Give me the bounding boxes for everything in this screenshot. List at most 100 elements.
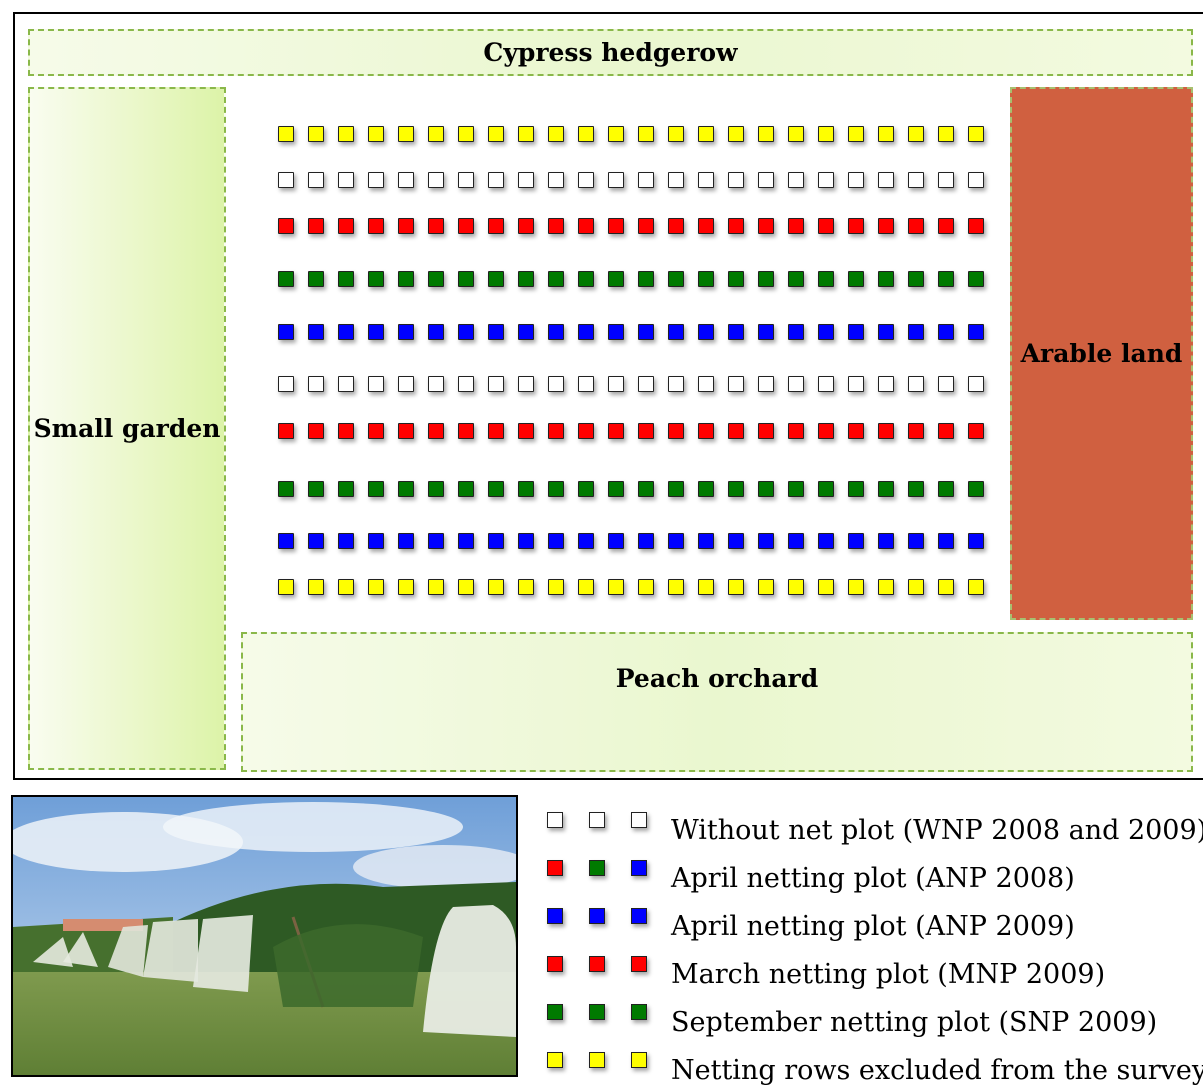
legend-swatch-yellow: [547, 1052, 563, 1068]
plot-green: [698, 271, 714, 287]
legend-label: Without net plot (WNP 2008 and 2009): [671, 815, 1203, 846]
plot-blue: [458, 533, 474, 549]
plot-yellow: [848, 579, 864, 595]
plot-blue: [758, 533, 774, 549]
plot-white: [818, 172, 834, 188]
plot-white: [788, 376, 804, 392]
plot-blue: [968, 533, 984, 549]
plot-yellow: [848, 126, 864, 142]
plot-green: [848, 481, 864, 497]
plot-green: [728, 481, 744, 497]
plot-blue: [608, 324, 624, 340]
plot-white: [848, 376, 864, 392]
plot-blue: [968, 324, 984, 340]
plot-yellow: [458, 126, 474, 142]
zone-garden-label: Small garden: [33, 414, 221, 443]
plot-red: [758, 423, 774, 439]
plot-green: [758, 271, 774, 287]
plot-green: [488, 481, 504, 497]
zone-hedgerow-label: Cypress hedgerow: [483, 38, 738, 67]
plot-white: [278, 172, 294, 188]
legend-item: September netting plot (SNP 2009): [540, 999, 1203, 1039]
plot-green: [428, 271, 444, 287]
plot-yellow: [308, 126, 324, 142]
plot-blue: [818, 533, 834, 549]
plot-green: [848, 271, 864, 287]
plot-blue: [578, 533, 594, 549]
plot-blue: [908, 533, 924, 549]
plot-yellow: [728, 126, 744, 142]
plot-red: [578, 218, 594, 234]
plot-blue: [848, 533, 864, 549]
plot-blue: [728, 324, 744, 340]
legend-swatch-red: [547, 956, 563, 972]
plot-red: [428, 218, 444, 234]
plot-red: [968, 218, 984, 234]
legend-swatch-green: [547, 1004, 563, 1020]
plot-white: [398, 172, 414, 188]
plot-red: [458, 423, 474, 439]
plot-white: [488, 376, 504, 392]
plot-blue: [338, 533, 354, 549]
plot-yellow: [788, 126, 804, 142]
plot-yellow: [938, 579, 954, 595]
plot-green: [968, 481, 984, 497]
plot-white: [908, 376, 924, 392]
plot-white: [728, 172, 744, 188]
plot-yellow: [938, 126, 954, 142]
plot-white: [338, 172, 354, 188]
plot-blue: [938, 533, 954, 549]
plot-yellow: [548, 126, 564, 142]
plot-red: [638, 218, 654, 234]
plot-red: [608, 423, 624, 439]
plot-yellow: [818, 579, 834, 595]
plot-red: [398, 218, 414, 234]
plot-yellow: [338, 579, 354, 595]
plot-white: [578, 172, 594, 188]
plot-yellow: [398, 126, 414, 142]
plot-white: [728, 376, 744, 392]
plot-blue: [518, 533, 534, 549]
plot-blue: [398, 324, 414, 340]
plot-white: [788, 172, 804, 188]
plot-white: [968, 172, 984, 188]
plot-white: [428, 376, 444, 392]
netted-orchard-photo: [11, 795, 518, 1077]
plot-red: [398, 423, 414, 439]
plot-green: [878, 271, 894, 287]
legend-swatch-blue: [631, 908, 647, 924]
plot-green: [668, 271, 684, 287]
legend-label: September netting plot (SNP 2009): [671, 1007, 1158, 1038]
plot-green: [518, 271, 534, 287]
legend-swatch-blue: [547, 908, 563, 924]
plot-yellow: [518, 579, 534, 595]
plot-yellow: [908, 579, 924, 595]
plot-blue: [878, 324, 894, 340]
plot-green: [488, 271, 504, 287]
plot-blue: [788, 324, 804, 340]
plot-blue: [578, 324, 594, 340]
plot-white: [548, 376, 564, 392]
plot-red: [368, 423, 384, 439]
plot-green: [788, 481, 804, 497]
plot-green: [758, 481, 774, 497]
plot-white: [308, 172, 324, 188]
plot-red: [518, 218, 534, 234]
legend-item: March netting plot (MNP 2009): [540, 951, 1203, 991]
plot-white: [938, 376, 954, 392]
plot-yellow: [518, 126, 534, 142]
plot-white: [938, 172, 954, 188]
plot-blue: [548, 324, 564, 340]
plot-red: [548, 218, 564, 234]
plot-yellow: [608, 579, 624, 595]
plot-green: [368, 271, 384, 287]
plot-white: [638, 172, 654, 188]
plot-red: [788, 423, 804, 439]
legend-swatch-green: [589, 860, 605, 876]
plot-yellow: [818, 126, 834, 142]
plot-blue: [908, 324, 924, 340]
plot-blue: [848, 324, 864, 340]
plot-green: [818, 481, 834, 497]
plot-yellow: [578, 579, 594, 595]
plot-red: [638, 423, 654, 439]
